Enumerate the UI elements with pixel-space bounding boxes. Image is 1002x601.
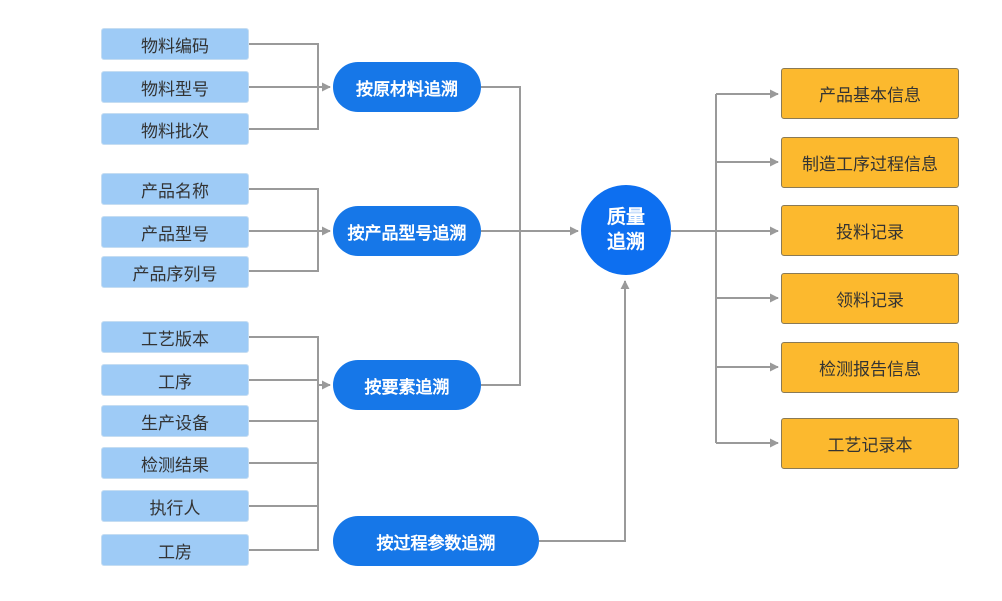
output-product-basic-info: 产品基本信息 <box>781 68 959 119</box>
connector-element-bracket <box>249 336 319 551</box>
method-by-process-parameter: 按过程参数追溯 <box>333 516 539 566</box>
center-label-line1: 质量 <box>606 206 645 228</box>
source-workshop: 工房 <box>101 534 249 566</box>
source-material-model: 物料型号 <box>101 71 249 103</box>
source-operator: 执行人 <box>101 490 249 522</box>
output-feeding-record: 投料记录 <box>781 205 959 256</box>
source-material-batch: 物料批次 <box>101 113 249 145</box>
connector-method-material <box>481 86 521 231</box>
connector-material-code <box>249 43 319 87</box>
connector-method-process <box>539 280 630 542</box>
source-product-serial: 产品序列号 <box>101 256 249 288</box>
source-production-equipment: 生产设备 <box>101 405 249 437</box>
connector-method-element <box>481 231 521 386</box>
source-product-name: 产品名称 <box>101 173 249 205</box>
method-by-product-model: 按产品型号追溯 <box>333 206 481 256</box>
method-by-element: 按要素追溯 <box>333 360 481 410</box>
output-manufacturing-process-info: 制造工序过程信息 <box>781 137 959 188</box>
method-by-raw-material: 按原材料追溯 <box>333 62 481 112</box>
source-material-code: 物料编码 <box>101 28 249 60</box>
source-process-step: 工序 <box>101 364 249 396</box>
source-product-model: 产品型号 <box>101 216 249 248</box>
source-inspection-result: 检测结果 <box>101 447 249 479</box>
connector-product-serial <box>249 231 319 272</box>
source-process-version: 工艺版本 <box>101 321 249 353</box>
connector-product-name <box>249 188 319 231</box>
output-inspection-report-info: 检测报告信息 <box>781 342 959 393</box>
connector-material-batch <box>249 87 319 130</box>
quality-trace-center-node: 质量 追溯 <box>581 185 671 275</box>
output-picking-record: 领料记录 <box>781 273 959 324</box>
output-process-record-book: 工艺记录本 <box>781 418 959 469</box>
center-label-line2: 追溯 <box>606 231 645 253</box>
